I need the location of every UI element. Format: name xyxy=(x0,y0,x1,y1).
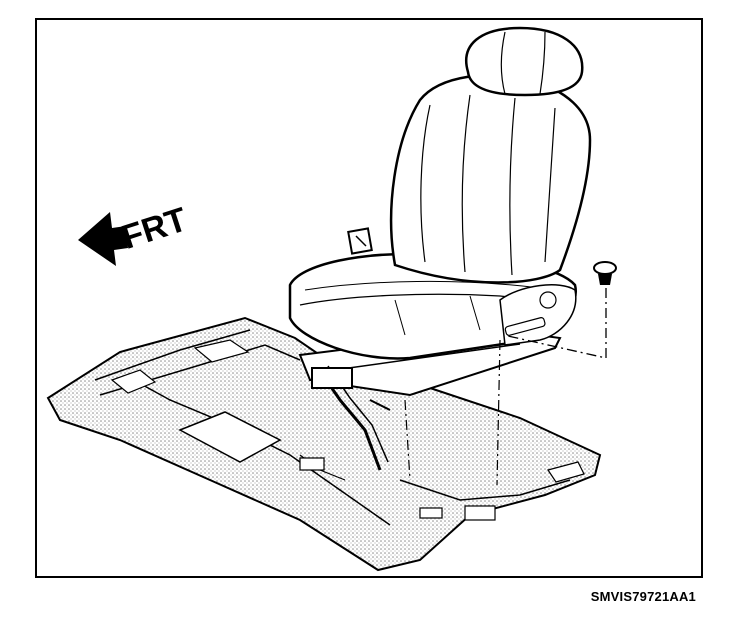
seat-belt-buckle xyxy=(347,227,373,255)
seat-motor xyxy=(311,367,353,389)
headrest xyxy=(465,26,584,97)
floor-cutout xyxy=(178,411,282,463)
floor-panel xyxy=(46,316,602,572)
figure-reference-code: SMVIS79721AA1 xyxy=(590,589,696,604)
front-arrow-icon xyxy=(78,212,128,266)
seat-adjust-lever xyxy=(504,317,546,336)
seat-back xyxy=(389,73,592,284)
front-direction-label: FRT xyxy=(117,200,192,257)
bolt-icon xyxy=(593,261,617,285)
